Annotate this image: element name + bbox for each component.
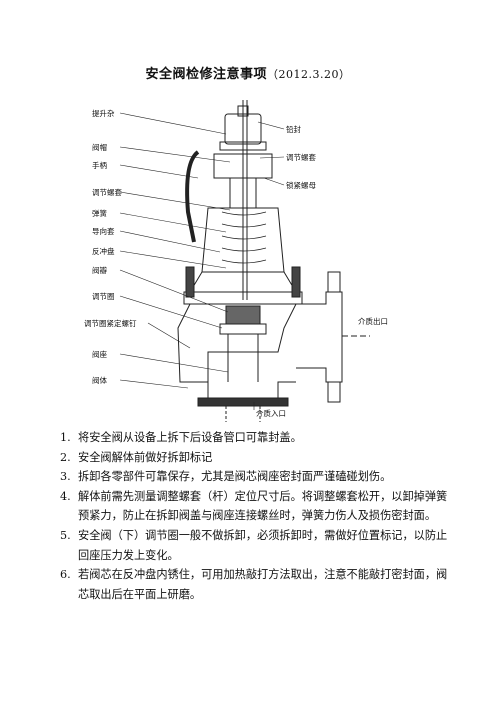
item-text: 安全阀解体前做好拆卸标记: [78, 450, 213, 464]
label-adjust-ring: 调节圈: [92, 292, 115, 301]
valve-cap-drawing: [185, 100, 273, 300]
label-adjust-screw: 调节螺套: [92, 187, 122, 197]
label-spring: 弹簧: [92, 208, 107, 218]
notes-list: 1. 将安全阀从设备上拆下后设备管口可靠封盖。 2. 安全阀解体前做好拆卸标记 3.…: [60, 428, 450, 604]
list-item: 6. 若阀芯在反冲盘内锈住，可用加热敲打方法取出，注意不能敲打密封面，阀芯取出后在…: [60, 565, 450, 604]
label-guide-sleeve: 导向套: [92, 226, 115, 236]
label-lead-seal: 铅封: [286, 124, 301, 134]
label-ring-fix-screw: 调节圈紧定螺钉: [84, 318, 137, 328]
list-item: 1. 将安全阀从设备上拆下后设备管口可靠封盖。: [60, 428, 450, 448]
label-recoil-disc: 反冲盘: [92, 246, 115, 256]
item-text: 若阀芯在反冲盘内锈住，可用加热敲打方法取出，注意不能敲打密封面，阀芯取出后在平面…: [78, 568, 448, 601]
page-title: 安全阀检修注意事项（2012.3.20）: [0, 63, 496, 82]
bonnet-drawing: [183, 207, 303, 305]
label-lift-handle: 提升杂: [92, 108, 115, 118]
label-valve-cap: 阀帽: [92, 142, 107, 152]
item-number: 1.: [60, 431, 71, 444]
label-medium-outlet: 介质出口: [358, 316, 388, 326]
label-valve-disc: 阀瓣: [92, 265, 107, 275]
item-text: 拆卸各零部件可靠保存，尤其是阀芯阀座密封面严谨磕碰划伤。: [78, 470, 392, 484]
list-item: 3. 拆卸各零部件可靠保存，尤其是阀芯阀座密封面严谨磕碰划伤。: [60, 467, 450, 487]
item-number: 6.: [60, 568, 71, 582]
label-valve-seat: 阀座: [92, 349, 107, 359]
outlet-flange-drawing: [296, 271, 370, 403]
label-medium-inlet: 介质入口: [256, 408, 286, 418]
leader-lines: [119, 112, 285, 410]
valve-body-drawing: [177, 303, 297, 422]
label-handle: 手柄: [92, 160, 107, 170]
list-item: 5. 安全阀（下）调节圈一般不做拆卸，必须拆卸时，需做好位置标记，以防止回座压力发…: [60, 526, 450, 565]
item-number: 5.: [60, 528, 71, 542]
label-lock-nut: 锁紧螺母: [286, 180, 316, 190]
list-item: 2. 安全阀解体前做好拆卸标记: [60, 448, 450, 468]
title-date: （2012.3.20）: [267, 68, 351, 81]
item-number: 2.: [60, 450, 71, 464]
label-adjust-sleeve: 调节螺套: [286, 152, 316, 162]
item-number: 4.: [60, 489, 71, 503]
item-text: 安全阀（下）调节圈一般不做拆卸，必须拆卸时，需做好位置标记，以防止回座压力发上变…: [78, 528, 448, 562]
safety-valve-diagram: 提升杂 阀帽 手柄 调节螺套 弹簧 导向套 反冲盘 阀瓣 调节圈 调节圈紧定螺钉…: [84, 100, 388, 422]
title-text: 安全阀检修注意事项: [145, 67, 268, 82]
list-item: 4. 解体前需先测量调整螺套（杆）定位尺寸后。将调整螺套松开，以卸掉弹簧预紧力，防…: [60, 487, 450, 526]
item-text: 解体前需先测量调整螺套（杆）定位尺寸后。将调整螺套松开，以卸掉弹簧预紧力，防止在…: [78, 489, 448, 523]
item-text: 将安全阀从设备上拆下后设备管口可靠封盖。: [78, 431, 302, 444]
label-valve-body: 阀体: [92, 375, 107, 385]
item-number: 3.: [60, 470, 71, 484]
